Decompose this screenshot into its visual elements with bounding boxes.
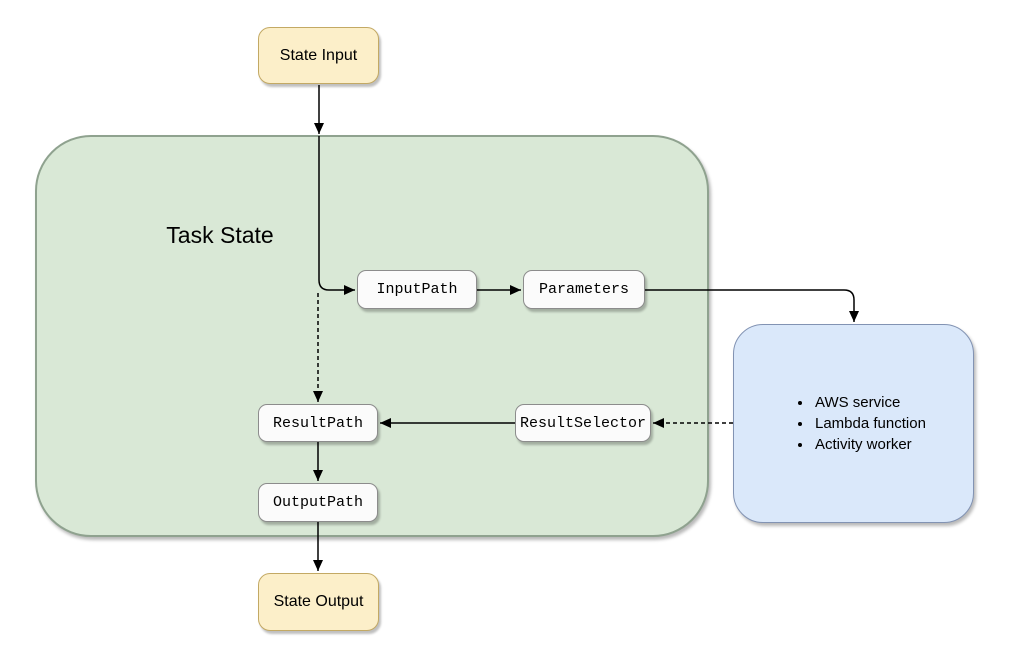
- node-output-path: OutputPath: [258, 483, 378, 522]
- node-task-state: [35, 135, 709, 537]
- node-state-output-label: State Output: [273, 593, 364, 610]
- node-input-path-label: InputPath: [376, 281, 458, 298]
- node-task-resource: AWS service Lambda function Activity wor…: [733, 324, 974, 523]
- node-state-input: State Input: [258, 27, 379, 84]
- node-state-input-label: State Input: [279, 46, 358, 64]
- node-parameters: Parameters: [523, 270, 645, 309]
- task-state-title: Task State: [166, 222, 274, 248]
- task-resource-item: Lambda function: [813, 413, 926, 434]
- node-state-output: State Output: [258, 573, 379, 631]
- node-result-path: ResultPath: [258, 404, 378, 442]
- task-resource-list: AWS service Lambda function Activity wor…: [734, 392, 926, 455]
- task-resource-item: Activity worker: [813, 434, 926, 455]
- node-result-path-label: ResultPath: [272, 414, 363, 432]
- node-input-path: InputPath: [357, 270, 477, 309]
- node-result-selector-label: ResultSelector: [519, 414, 647, 432]
- node-output-path-label: OutputPath: [272, 494, 363, 511]
- task-resource-item: AWS service: [813, 392, 926, 413]
- node-parameters-label: Parameters: [538, 281, 629, 298]
- node-result-selector: ResultSelector: [515, 404, 651, 442]
